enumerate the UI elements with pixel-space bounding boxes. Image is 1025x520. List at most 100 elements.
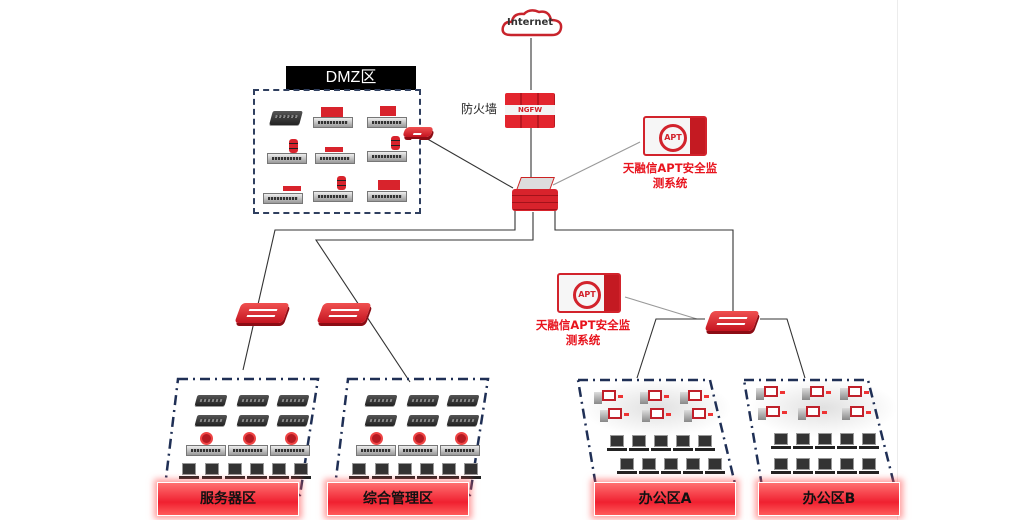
laptop-icon [372,463,392,479]
laptop-icon [617,458,637,474]
internet-cloud-icon: Internet [499,8,565,38]
laptop-icon [349,463,369,479]
mail-server-icon [367,191,407,202]
server-icon [186,445,226,456]
laptop-icon [225,463,245,479]
dmz-title: DMZ区 [286,66,416,90]
desktop-pc-icon [684,408,713,422]
firewall-label: 防火墙 [461,102,498,116]
laptop-icon [837,433,857,449]
mail-icon [321,107,343,117]
office-switch-icon [704,311,760,331]
laptop-icon [269,463,289,479]
wire-core-mgmt-zone [314,212,534,383]
desktop-pc-icon [756,386,785,400]
server-icon [194,395,228,406]
laptop-icon [179,463,199,479]
server-icon [236,415,270,426]
office-zone-b [742,378,902,500]
laptop-icon [395,463,415,479]
database-icon [337,176,346,190]
dmz-zone [253,89,421,214]
internet-label: Internet [506,17,553,28]
apt-label-mid-line1: 天融信APT安全监 [535,318,631,332]
apt-label-mid: 天融信APT安全监 测系统 [533,318,633,348]
html-icon [283,186,301,191]
server-icon [440,445,480,456]
wire-dmz-core [423,136,514,189]
wire-office-a [636,318,705,379]
laptop-icon [705,458,725,474]
folder-icon [380,106,396,116]
file-server-icon [367,117,407,128]
laptop-icon [837,458,857,474]
server-icon [276,395,310,406]
apt-device-icon: APT [557,273,621,313]
server-icon [194,415,228,426]
server-icon [356,445,396,456]
apt-magnifier-label: APT [659,124,687,152]
db-server-icon [313,191,353,202]
core-switch-icon [512,177,558,211]
server-icon [406,395,440,406]
security-badge-icon [455,432,468,445]
desktop-pc-icon [594,390,623,404]
apt-label-top-line2: 测系统 [652,176,688,190]
page-edge-divider [897,0,898,520]
desktop-pc-icon [640,390,669,404]
server-icon [446,395,480,406]
laptop-icon [247,463,267,479]
security-badge-icon [243,432,256,445]
zone-label-office-b: 办公区B [758,482,900,516]
laptop-icon [859,458,879,474]
server-icon [270,445,310,456]
db-server-icon [367,151,407,162]
laptop-icon [683,458,703,474]
laptop-icon [771,458,791,474]
firewall-device-text: NGFW [505,105,555,115]
server-icon [446,415,480,426]
laptop-icon [771,433,791,449]
desktop-pc-icon [842,406,871,420]
office-zone-a [576,378,736,500]
server-zone-switch-icon [234,303,290,323]
desktop-pc-icon [840,386,869,400]
server-zone [160,377,320,497]
server-icon [236,395,270,406]
laptop-icon [639,458,659,474]
security-badge-icon [200,432,213,445]
laptop-icon [695,435,715,451]
laptop-icon [673,435,693,451]
laptop-icon [793,433,813,449]
server-icon [364,415,398,426]
laptop-icon [629,435,649,451]
zone-label-mgmt: 综合管理区 [327,482,469,516]
laptop-icon [651,435,671,451]
web-server-icon [315,153,355,164]
wire-core-apt [552,141,641,186]
zone-label-office-a: 办公区A [594,482,736,516]
apt-label-mid-line2: 测系统 [565,333,601,347]
security-badge-icon [370,432,383,445]
web-server-icon [263,193,303,204]
desktop-pc-icon [802,386,831,400]
zone-label-server: 服务器区 [157,482,299,516]
wire-office-b [760,318,806,379]
laptop-icon [859,433,879,449]
laptop-icon [417,463,437,479]
mgmt-zone-switch-icon [316,303,372,323]
dmz-switch-icon [402,127,434,137]
laptop-icon [461,463,481,479]
database-icon [289,139,298,153]
laptop-icon [815,458,835,474]
mgmt-zone [330,377,490,497]
firewall-icon: NGFW [505,93,555,128]
apt-label-top: 天融信APT安全监 测系统 [620,161,720,191]
laptop-icon [607,435,627,451]
laptop-icon [202,463,222,479]
mail-icon [378,180,400,190]
apt-device-icon: APT [643,116,707,156]
laptop-icon [815,433,835,449]
laptop-icon [793,458,813,474]
desktop-pc-icon [600,408,629,422]
